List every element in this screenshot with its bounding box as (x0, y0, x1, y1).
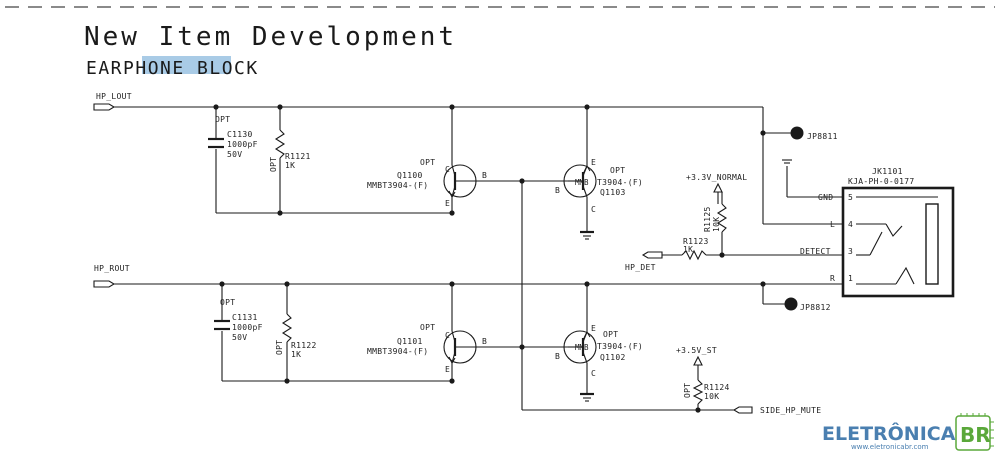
jack-pin-1-num: 1 (848, 274, 853, 283)
jp8812-ref: JP8812 (800, 303, 831, 312)
r1125-ref: R1125 (703, 206, 712, 232)
jack-part: KJA-PH-0-0177 (848, 177, 915, 186)
q1100-pin-c: C (445, 165, 450, 174)
q1102-pin-e: E (591, 324, 596, 333)
jack-pin-5-num: 5 (848, 193, 853, 202)
jp8811-ref: JP8811 (807, 132, 838, 141)
q1103-ref: Q1103 (600, 188, 626, 197)
q1103-part-b: T3904-(F) (597, 178, 643, 187)
net-label-3v3: +3.3V_NORMAL (686, 173, 747, 182)
port-hp-det (641, 251, 663, 259)
r1124-opt: OPT (683, 383, 692, 398)
jack-pin-3-num: 3 (848, 247, 853, 256)
r1125-value: 10K (712, 217, 721, 232)
c1131-ref: C1131 (232, 313, 258, 322)
q1100-ref: Q1100 (397, 171, 423, 180)
port-hp-lout (93, 103, 116, 111)
page-title: New Item Development (84, 22, 457, 52)
jack-internal-contacts (856, 196, 939, 285)
r1121-value: 1K (285, 161, 295, 170)
page-subtitle: EARPHONE BLOCK (86, 58, 259, 79)
jumper-jp8812 (784, 297, 798, 311)
net-label-hp-det: HP_DET (625, 263, 656, 272)
power-3v5-symbol (693, 355, 703, 366)
port-hp-rout (93, 280, 116, 288)
r1122-value: 1K (291, 350, 301, 359)
transistor-q1101 (443, 284, 478, 381)
r1123-value: 1K (683, 245, 693, 254)
capacitor-c1130 (208, 137, 224, 149)
resistor-r1121 (274, 129, 286, 159)
q1101-pin-b: B (482, 337, 487, 346)
q1102-pin-b: B (555, 352, 560, 361)
q1101-ref: Q1101 (397, 337, 423, 346)
jack-ref: JK1101 (872, 167, 903, 176)
ground-symbol-jack (782, 159, 792, 197)
jack-pin-detect-name: DETECT (800, 247, 831, 256)
transistor-q1102 (563, 284, 597, 402)
q1102-part-a: MMB (575, 343, 589, 352)
jumper-jp8811 (790, 126, 804, 140)
jack-pin-r-name: R (830, 274, 835, 283)
q1101-opt: OPT (420, 323, 435, 332)
transistor-q1100 (443, 107, 478, 213)
jack-jk1101-body (841, 186, 955, 298)
r1122-ref: R1122 (291, 341, 317, 350)
c1131-voltage: 50V (232, 333, 247, 342)
q1103-pin-e: E (591, 158, 596, 167)
q1100-pin-b: B (482, 171, 487, 180)
r1121-ref: R1121 (285, 152, 311, 161)
resistor-r1122 (281, 313, 293, 343)
q1101-pin-c: C (445, 331, 450, 340)
q1102-part-b: T3904-(F) (597, 342, 643, 351)
c1130-ref: C1130 (227, 130, 253, 139)
q1103-opt: OPT (610, 166, 625, 175)
net-label-3v5-st: +3.5V_ST (676, 346, 717, 355)
r1124-value: 10K (704, 392, 719, 401)
resistor-r1124 (692, 379, 704, 405)
q1102-opt: OPT (603, 330, 618, 339)
c1131-opt: OPT (220, 298, 235, 307)
logo-badge: BR (960, 423, 991, 447)
q1100-part: MMBT3904-(F) (367, 181, 428, 190)
c1130-voltage: 50V (227, 150, 242, 159)
c1130-opt: OPT (215, 115, 230, 124)
subtitle-highlight (142, 56, 231, 74)
c1130-value: 1000pF (227, 140, 258, 149)
watermark-logo: ELETRÔNICA www.eletronicabr.com BR (822, 413, 994, 451)
jack-pin-4-num: 4 (848, 220, 853, 229)
resistor-r1123 (681, 249, 707, 261)
power-3v3-symbol (713, 182, 723, 193)
port-side-hp-mute (732, 406, 753, 414)
jack-pin-gnd-name: GND (818, 193, 833, 202)
r1123-ref: R1123 (683, 237, 709, 246)
q1100-pin-e: E (445, 199, 450, 208)
r1121-opt: OPT (269, 157, 278, 172)
net-label-side-hp-mute: SIDE_HP_MUTE (760, 406, 821, 415)
net-label-hp-lout: HP_LOUT (96, 92, 132, 101)
q1102-pin-c: C (591, 369, 596, 378)
jack-pin-l-name: L (830, 220, 835, 229)
q1101-part: MMBT3904-(F) (367, 347, 428, 356)
q1103-pin-c: C (591, 205, 596, 214)
transistor-q1103 (563, 107, 597, 240)
logo-url: www.eletronicabr.com (851, 443, 929, 451)
logo-chip-icon: BR (955, 413, 994, 451)
r1122-opt: OPT (275, 340, 284, 355)
capacitor-c1131 (214, 319, 230, 331)
q1100-opt: OPT (420, 158, 435, 167)
logo-text: ELETRÔNICA (822, 421, 956, 445)
r1124-ref: R1124 (704, 383, 730, 392)
q1103-part-a: MMB (575, 178, 589, 187)
net-label-hp-rout: HP_ROUT (94, 264, 130, 273)
q1102-ref: Q1102 (600, 353, 626, 362)
q1101-pin-e: E (445, 365, 450, 374)
c1131-value: 1000pF (232, 323, 263, 332)
resistor-r1125 (716, 203, 728, 233)
q1103-pin-b: B (555, 186, 560, 195)
